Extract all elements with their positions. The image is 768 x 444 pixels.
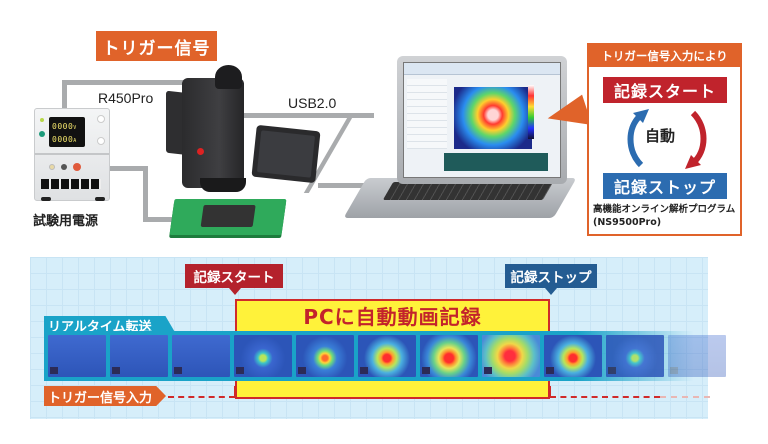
laptop-keyboard xyxy=(382,182,554,200)
camera-model-label: R450Pro xyxy=(98,90,154,106)
psu-terminal-icon xyxy=(73,163,81,171)
realtime-transfer-label: リアルタイム転送 xyxy=(44,316,176,334)
frame-corner-marker xyxy=(236,367,244,374)
frame-corner-marker xyxy=(174,367,182,374)
psu-display: 0000V 0000A xyxy=(49,117,85,147)
usb-wire-bottom xyxy=(318,183,374,188)
frame-corner-marker xyxy=(50,367,58,374)
thermal-frame xyxy=(110,335,168,377)
psu-divider xyxy=(35,153,109,155)
camera-eyepiece xyxy=(215,65,242,89)
trigger-wire-horizontal xyxy=(62,80,202,85)
program-model: (NS9500Pro) xyxy=(593,217,662,228)
psu-terminal-icon xyxy=(49,164,55,170)
psu-unit-v: V xyxy=(73,125,77,131)
frame-corner-marker xyxy=(422,367,430,374)
thermal-frame xyxy=(482,335,540,377)
software-settings-panel xyxy=(407,79,447,149)
auto-record-info-box: トリガー信号入力により 記録スタート 自動 記録ストップ 高機能オンライン解析プ… xyxy=(587,43,742,236)
thermal-frame xyxy=(544,335,602,377)
timeline-stop-marker: 記録ストップ xyxy=(505,264,597,295)
camera-record-button-icon xyxy=(197,148,204,155)
psu-knob-icon xyxy=(97,137,105,145)
power-wire-to-pcb xyxy=(143,217,179,222)
psu-knob-icon xyxy=(97,115,105,123)
timeline-start-marker: 記録スタート xyxy=(185,264,283,295)
thermal-frame xyxy=(234,335,292,377)
info-box-title: トリガー信号入力により xyxy=(589,45,740,67)
frame-corner-marker xyxy=(484,367,492,374)
auto-label: 自動 xyxy=(645,127,676,145)
auto-cycle-arrows-icon xyxy=(627,109,707,169)
usb-wire-top xyxy=(244,113,374,118)
program-description: 高機能オンライン解析プログラム (NS9500Pro) xyxy=(593,203,735,229)
software-colorbar xyxy=(528,85,534,139)
camera-lcd xyxy=(251,124,321,184)
usb-label: USB2.0 xyxy=(288,95,337,111)
auto-record-title: PCに自動動画記録 xyxy=(303,305,482,329)
frame-corner-marker xyxy=(670,367,678,374)
laptop-screen xyxy=(403,62,561,178)
program-name: 高機能オンライン解析プログラム xyxy=(593,204,736,215)
power-supply-icon: 0000V 0000A xyxy=(34,108,110,201)
thermal-frame xyxy=(668,335,726,377)
thermal-frame xyxy=(172,335,230,377)
psu-foot xyxy=(41,197,51,201)
frame-corner-marker xyxy=(360,367,368,374)
psu-terminal-icon xyxy=(61,164,67,170)
laptop-icon xyxy=(397,56,567,184)
psu-unit-a: A xyxy=(73,138,77,144)
trigger-input-label: トリガー信号入力 xyxy=(44,386,166,406)
record-start-label: 記録スタート xyxy=(603,77,727,103)
thermal-frame xyxy=(48,335,106,377)
psu-volts: 0000 xyxy=(52,122,74,131)
pcb-board-icon xyxy=(169,199,287,235)
thermal-frame xyxy=(358,335,416,377)
software-toolbar xyxy=(404,63,560,75)
trigger-line-fade xyxy=(660,396,710,398)
trigger-signal-label: トリガー信号 xyxy=(96,31,217,61)
trigger-wire-vertical xyxy=(62,80,67,110)
psu-vents xyxy=(41,179,101,189)
power-wire-horizontal xyxy=(110,166,145,171)
psu-amps: 0000 xyxy=(52,135,74,144)
thermal-frame xyxy=(420,335,478,377)
thermal-frame xyxy=(606,335,664,377)
record-stop-label: 記録ストップ xyxy=(603,173,727,199)
psu-foot xyxy=(95,197,105,201)
trigger-stop-edge xyxy=(549,386,551,397)
frame-corner-marker xyxy=(546,367,554,374)
power-supply-label: 試験用電源 xyxy=(33,213,99,228)
psu-button-icon xyxy=(39,131,45,137)
frame-corner-marker xyxy=(112,367,120,374)
power-wire-vertical xyxy=(143,166,148,222)
psu-led-icon xyxy=(40,118,44,122)
camera-lens xyxy=(200,178,246,192)
pcb-chip xyxy=(200,205,256,227)
thermal-frame xyxy=(296,335,354,377)
software-thermal-image xyxy=(454,87,532,149)
frame-corner-marker xyxy=(298,367,306,374)
camera-body xyxy=(182,78,244,188)
trigger-start-edge xyxy=(234,386,236,397)
frame-corner-marker xyxy=(608,367,616,374)
trigger-line-pre xyxy=(168,396,235,398)
thermal-frame-strip xyxy=(44,331,726,381)
trigger-line-post xyxy=(550,396,660,398)
software-graph-panel xyxy=(444,153,548,171)
